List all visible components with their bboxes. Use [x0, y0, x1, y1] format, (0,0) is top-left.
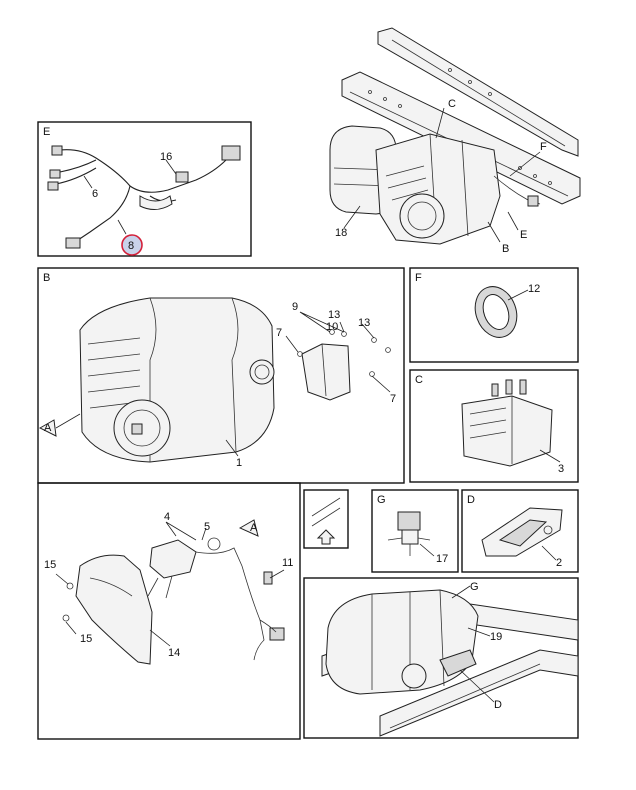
front-arrow-icon	[311, 497, 341, 545]
callout-3: 3	[558, 463, 564, 475]
callout-5: 5	[204, 521, 210, 533]
detail-box-c	[409, 369, 579, 483]
callout-2: 2	[556, 557, 562, 569]
callout-12: 12	[528, 283, 540, 295]
callout-7-left: 7	[276, 327, 282, 339]
overview-assembly	[329, 27, 581, 245]
callout-18: 18	[335, 227, 347, 239]
box-label-e: E	[43, 126, 50, 138]
ref-a-sensor: A	[250, 522, 258, 534]
callout-10: 10	[326, 321, 338, 333]
sensor-and-shield	[55, 519, 285, 665]
installed-assembly	[321, 585, 579, 737]
callout-19: 19	[490, 631, 502, 643]
control-module	[461, 379, 561, 467]
callout-17: 17	[436, 553, 448, 565]
callout-14: 14	[168, 647, 180, 659]
wiring-harness	[47, 145, 241, 249]
box-label-g: G	[377, 494, 386, 506]
box-label-b: B	[43, 272, 50, 284]
box-label-d: D	[467, 494, 475, 506]
box-label-c: C	[415, 374, 423, 386]
callout-16: 16	[160, 151, 172, 163]
callout-6: 6	[92, 188, 98, 200]
view-ref-f: F	[540, 141, 547, 153]
callout-8[interactable]: 8	[128, 240, 134, 252]
detail-box-f	[409, 267, 579, 363]
box-label-f: F	[415, 272, 422, 284]
view-ref-e: E	[520, 229, 527, 241]
callout-4: 4	[164, 511, 170, 523]
callout-13-top: 13	[328, 309, 340, 321]
solenoid-valve	[387, 511, 435, 557]
detail-box-d	[461, 489, 579, 573]
callout-11: 11	[282, 557, 293, 569]
callout-13-right: 13	[358, 317, 370, 329]
detail-box-g	[371, 489, 459, 573]
view-ref-b: B	[502, 243, 509, 255]
seal-ring	[474, 286, 529, 338]
callout-15-top: 15	[44, 559, 56, 571]
sub-view-ref-d: D	[494, 699, 502, 711]
ref-a-main: A	[44, 422, 52, 434]
view-ref-c: C	[448, 98, 456, 110]
mounting-bracket	[481, 507, 563, 561]
detail-box-b-lower	[37, 482, 301, 740]
detail-box-e	[37, 121, 252, 257]
callout-1: 1	[236, 457, 242, 469]
highlighted-callout-ring[interactable]	[121, 234, 143, 256]
callout-15-bottom: 15	[80, 633, 92, 645]
callout-7-right: 7	[390, 393, 396, 405]
sub-view-ref-g: G	[470, 581, 479, 593]
callout-9: 9	[292, 301, 298, 313]
aftertreatment-module	[38, 297, 391, 463]
orientation-box	[303, 489, 349, 549]
